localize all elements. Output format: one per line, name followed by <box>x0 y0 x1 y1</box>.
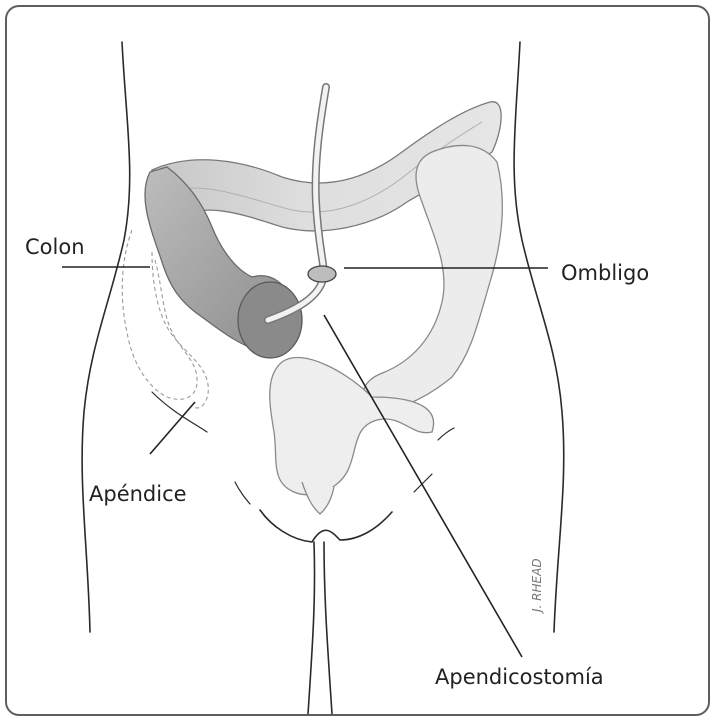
ombligo-label: Ombligo <box>561 263 649 284</box>
apendicostomia-label: Apendicostomía <box>435 667 604 688</box>
artist-signature: J. RHEAD <box>530 558 544 612</box>
abdomen-illustration <box>7 7 710 716</box>
apendice-label: Apéndice <box>89 484 187 505</box>
stoma-button <box>308 266 336 282</box>
colon-label: Colon <box>25 237 85 258</box>
illustration-frame: Colon Ombligo Apéndice Apendicostomía J.… <box>5 5 710 716</box>
